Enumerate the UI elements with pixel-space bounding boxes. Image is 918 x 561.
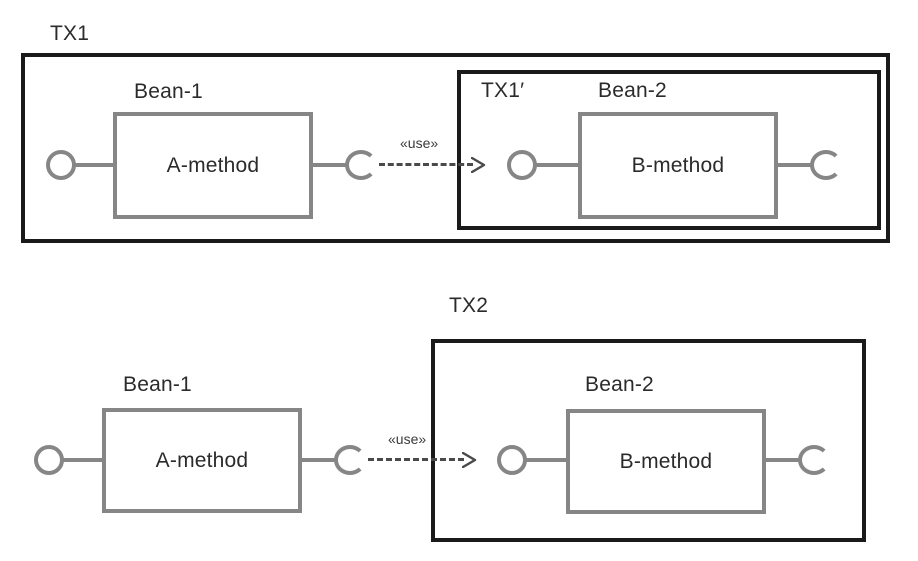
arrowhead-icon (471, 157, 487, 173)
use-stereotype-label-bottom: «use» (388, 431, 427, 447)
lollipop-stem-icon (63, 458, 103, 462)
socket-arc-icon (798, 445, 830, 475)
socket-stem-icon (766, 458, 800, 462)
socket-stem-icon (313, 163, 347, 167)
socket-stem-icon (302, 458, 336, 462)
b-method-label-bottom: B-method (619, 449, 713, 473)
a-method-label-top: A-method (166, 153, 260, 177)
tx2-boundary-label: TX2 (449, 294, 489, 317)
component-b-method-top: B-method (578, 112, 778, 219)
lollipop-icon-bean-2-top (507, 150, 579, 180)
tx2-boundary-box (431, 339, 866, 542)
bean-1-label-bottom: Bean-1 (123, 373, 192, 396)
tx1-boundary-label: TX1 (50, 22, 90, 45)
socket-icon-bean-2-top (778, 150, 844, 180)
bean-2-label-bottom: Bean-2 (585, 373, 654, 396)
lollipop-icon-bean-2-bottom (497, 445, 567, 475)
lollipop-ball-icon (34, 445, 64, 475)
lollipop-icon-bean-1-top (46, 150, 114, 180)
dependency-line (379, 163, 473, 166)
socket-arc-icon (334, 445, 366, 475)
b-method-label-top: B-method (631, 153, 725, 177)
socket-arc-icon (345, 150, 377, 180)
component-a-method-bottom: A-method (102, 408, 302, 513)
lollipop-stem-icon (75, 163, 114, 167)
socket-icon-bean-2-bottom (766, 445, 832, 475)
socket-arc-icon (810, 150, 842, 180)
bean-2-label-top: Bean-2 (598, 79, 667, 102)
use-stereotype-label-top: «use» (400, 135, 439, 151)
use-dependency-arrow-top (379, 157, 489, 173)
component-b-method-bottom: B-method (566, 409, 766, 514)
tx1-prime-boundary-box (457, 70, 881, 230)
tx1-boundary-box (21, 53, 890, 243)
lollipop-ball-icon (507, 150, 537, 180)
socket-stem-icon (778, 163, 812, 167)
bean-1-label-top: Bean-1 (134, 80, 203, 103)
lollipop-ball-icon (46, 150, 76, 180)
lollipop-icon-bean-1-bottom (34, 445, 103, 475)
arrowhead-icon (462, 452, 478, 468)
lollipop-stem-icon (526, 458, 567, 462)
lollipop-stem-icon (536, 163, 579, 167)
lollipop-ball-icon (497, 445, 527, 475)
use-dependency-arrow-bottom (368, 452, 480, 468)
component-a-method-top: A-method (113, 112, 313, 219)
tx1-prime-boundary-label: TX1′ (481, 79, 525, 102)
a-method-label-bottom: A-method (155, 448, 249, 472)
socket-icon-bean-1-bottom (302, 445, 368, 475)
dependency-line (368, 458, 464, 461)
socket-icon-bean-1-top (313, 150, 379, 180)
